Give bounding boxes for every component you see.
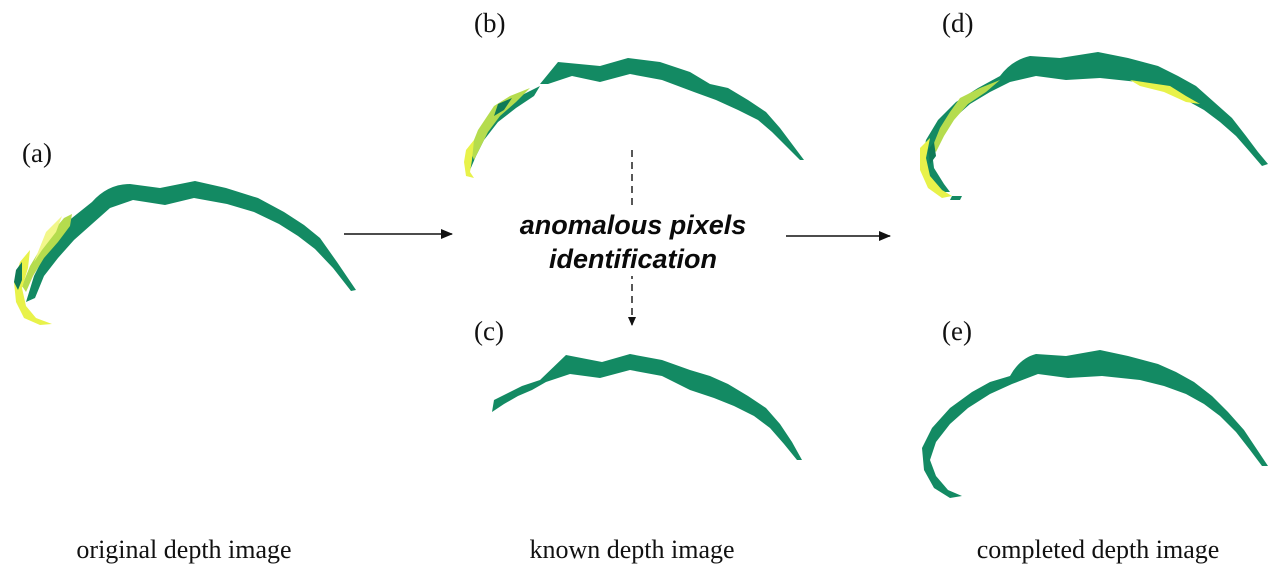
process-step-line-1: anomalous pixels [519,210,747,240]
panel-e-depth-shape [922,350,1268,498]
caption-completed-depth-image: completed depth image [976,535,1220,564]
panel-b-label: (b) [474,8,506,38]
panel-d-label: (d) [942,8,974,38]
panel-a-depth-shape [14,181,356,325]
caption-original-depth-image: original depth image [76,535,292,564]
caption-known-depth-image: known depth image [529,535,735,564]
panel-e-label: (e) [942,316,972,346]
panel-d-depth-shape [920,52,1268,200]
panel-c-label: (c) [474,316,504,346]
process-step-line-2: identification [548,244,717,274]
panel-a-label: (a) [22,138,52,168]
panel-b-depth-shape [464,58,804,178]
panel-c-depth-shape [492,354,802,460]
process-step-label: anomalous pixels identification [515,208,751,276]
